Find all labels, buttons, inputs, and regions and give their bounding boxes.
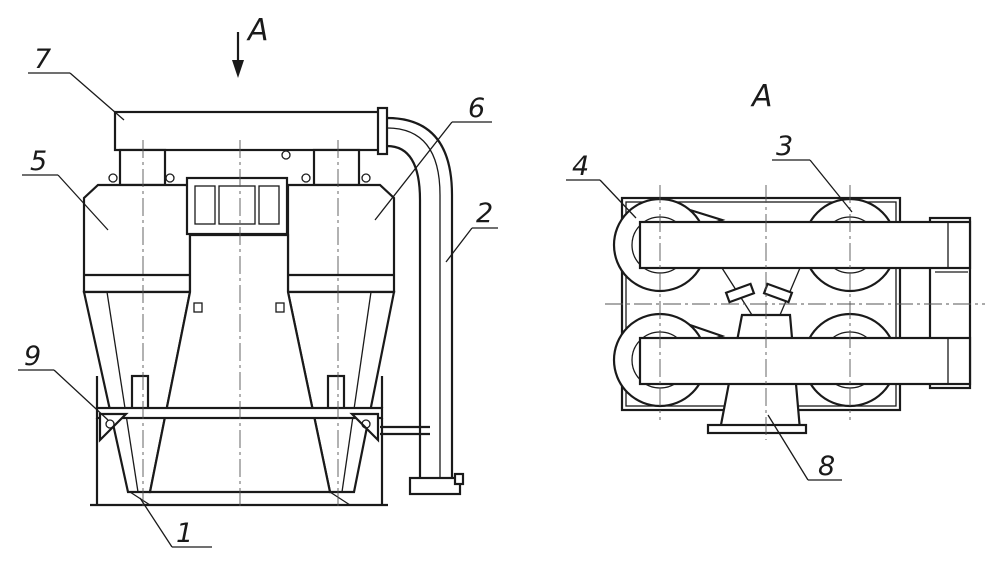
callout-3: 3	[772, 131, 853, 213]
callout-9: 9	[18, 341, 109, 421]
svg-text:7: 7	[34, 44, 51, 75]
callout-4: 4	[566, 151, 637, 219]
svg-text:1: 1	[176, 518, 193, 549]
svg-text:3: 3	[776, 131, 793, 162]
svg-text:8: 8	[818, 451, 835, 482]
top-center-lines	[605, 185, 985, 440]
top-collector-pipes	[638, 220, 972, 386]
collector-pipe	[113, 106, 389, 156]
right-cyclone	[286, 148, 396, 494]
central-housing	[148, 150, 332, 494]
callout-6: 6	[374, 93, 492, 221]
svg-text:5: 5	[30, 146, 47, 177]
top-view-title: A	[750, 79, 773, 114]
callout-8: 8	[767, 414, 842, 482]
callout-7: 7	[28, 44, 125, 121]
view-direction-arrow: A	[232, 13, 269, 78]
base-frame	[90, 376, 388, 507]
callout-1: 1	[139, 497, 212, 549]
callout-2: 2	[445, 198, 498, 263]
svg-text:9: 9	[24, 341, 41, 372]
svg-text:4: 4	[572, 151, 589, 182]
svg-text:2: 2	[476, 198, 493, 229]
view-direction-label: A	[246, 13, 269, 48]
svg-text:6: 6	[468, 93, 485, 124]
front-center-lines	[142, 140, 339, 510]
top-view: A	[566, 79, 985, 482]
callout-5: 5	[22, 146, 109, 231]
front-view: A	[18, 13, 498, 549]
outlet-pipe	[380, 116, 465, 496]
